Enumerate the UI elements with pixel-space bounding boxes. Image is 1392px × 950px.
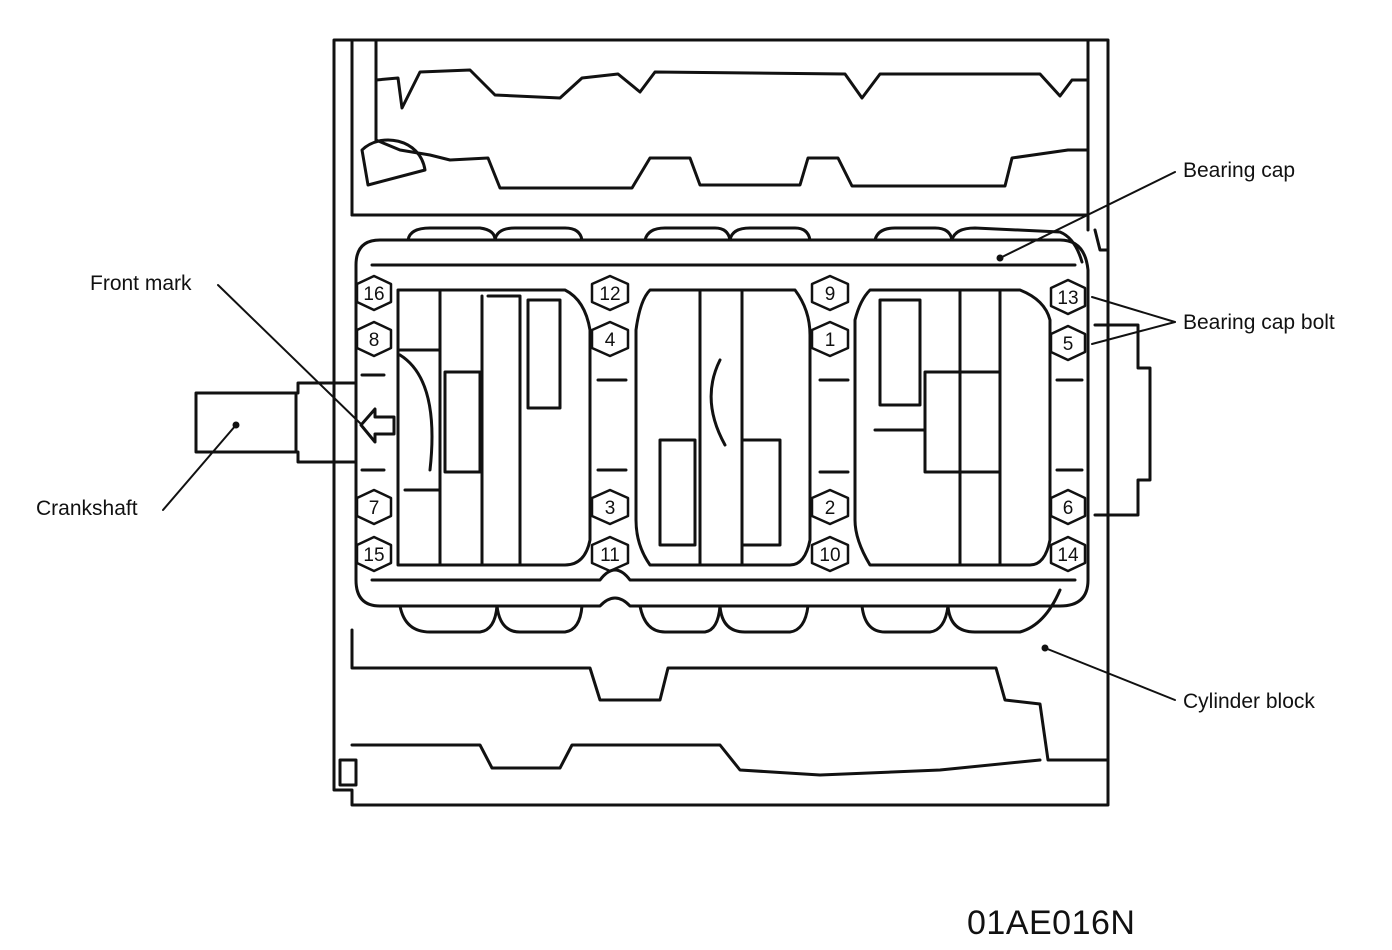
label-cylinder-block: Cylinder block [1183, 690, 1315, 713]
bolt-5 [1049, 324, 1087, 362]
leader-front-mark [217, 284, 363, 426]
leader-lines [162, 171, 1176, 701]
bolt-number: 8 [369, 330, 380, 351]
bearing-cap-frame [354, 226, 1090, 634]
leader-crankshaft [162, 424, 237, 511]
bolt-number: 9 [825, 284, 836, 305]
label-crankshaft: Crankshaft [36, 497, 138, 520]
bolt-number: 4 [605, 330, 616, 351]
bolt-number: 12 [599, 284, 620, 305]
label-front-mark: Front mark [90, 272, 192, 295]
leader-bearing-cap [999, 171, 1176, 259]
bolt-7 [355, 488, 393, 526]
bolt-number: 15 [363, 545, 384, 566]
bolt-number: 11 [600, 545, 620, 566]
leader-cylinder-block [1044, 647, 1176, 701]
bolt-2 [810, 488, 850, 526]
bolt-number: 10 [819, 545, 840, 566]
bolt-number: 14 [1057, 545, 1079, 566]
bolt-1 [810, 320, 850, 358]
bolt-8 [355, 320, 393, 358]
bolt-14 [1049, 535, 1087, 573]
bolt-4 [590, 320, 630, 358]
bolt-number: 7 [369, 498, 380, 519]
bolt-9 [810, 274, 850, 312]
leader-bearing-cap-bolt-13 [1091, 296, 1176, 323]
bolt-number: 5 [1063, 334, 1074, 355]
crankshaft [194, 288, 1152, 567]
leader-bearing-cap-bolt-5 [1091, 321, 1176, 345]
bolt-6 [1049, 488, 1087, 526]
bolt-number: 13 [1057, 288, 1078, 309]
cylinder-block [332, 38, 1110, 807]
label-bearing-cap: Bearing cap [1183, 159, 1296, 182]
bolt-number: 6 [1063, 498, 1074, 519]
bolt-10 [810, 535, 850, 573]
figure-code: 01AE016N [967, 904, 1136, 942]
bolt-13 [1049, 278, 1087, 316]
front-mark-arrow-icon [359, 407, 396, 444]
bolt-15 [355, 535, 393, 573]
bolt-number: 3 [605, 498, 616, 519]
bolt-3 [590, 488, 630, 526]
bearing-cap-bolts [355, 274, 1087, 573]
bolt-16 [355, 274, 393, 312]
cap-marks [360, 373, 1084, 474]
bolt-12 [590, 274, 630, 312]
bolt-11 [590, 535, 630, 573]
bolt-number: 16 [363, 284, 384, 305]
bolt-number: 1 [825, 330, 836, 351]
bolt-number: 2 [825, 498, 836, 519]
label-bearing-cap-bolt: Bearing cap bolt [1183, 311, 1335, 334]
